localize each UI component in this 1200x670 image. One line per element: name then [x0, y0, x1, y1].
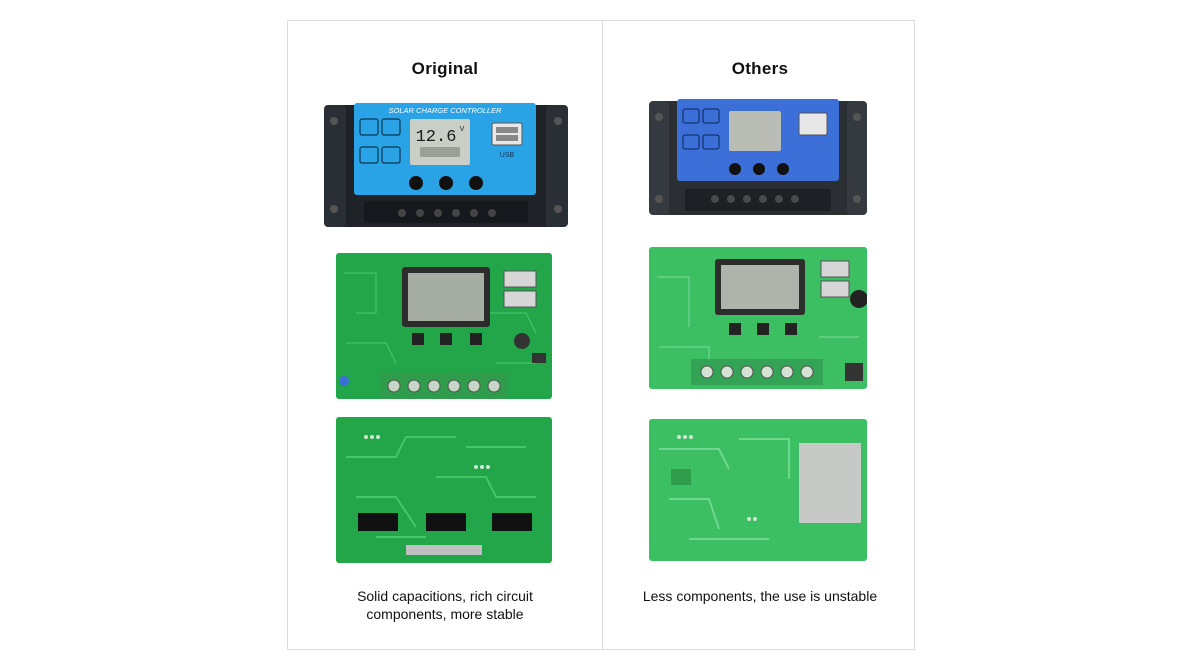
column-divider [602, 21, 603, 649]
others-pcb-front-image [649, 247, 867, 389]
others-pcb-back-image [649, 419, 867, 561]
original-controller-image: SOLAR CHARGE CONTROLLER 12.6 V USB [324, 103, 568, 227]
others-column: Others [603, 21, 917, 649]
original-caption-line2: components, more stable [366, 606, 524, 622]
others-heading: Others [731, 59, 789, 78]
device-label: SOLAR CHARGE CONTROLLER [389, 106, 503, 115]
original-pcb-front-image [336, 253, 552, 399]
original-caption-line1: Solid capacitions, rich circuit [357, 588, 533, 604]
usb-label: USB [500, 152, 515, 159]
comparison-frame: Original SOLAR CHARGE CONTROLLER 12.6 V … [287, 20, 915, 650]
others-controller-image [649, 99, 867, 215]
original-caption: Solid capacitions, rich circuit componen… [288, 587, 602, 623]
lcd-unit: V [460, 126, 465, 133]
others-caption: Less components, the use is unstable [642, 588, 878, 604]
original-pcb-back-image [336, 417, 552, 563]
original-column: Original SOLAR CHARGE CONTROLLER 12.6 V … [288, 21, 602, 649]
original-heading: Original [411, 59, 479, 78]
lcd-reading: 12.6 [416, 128, 457, 147]
